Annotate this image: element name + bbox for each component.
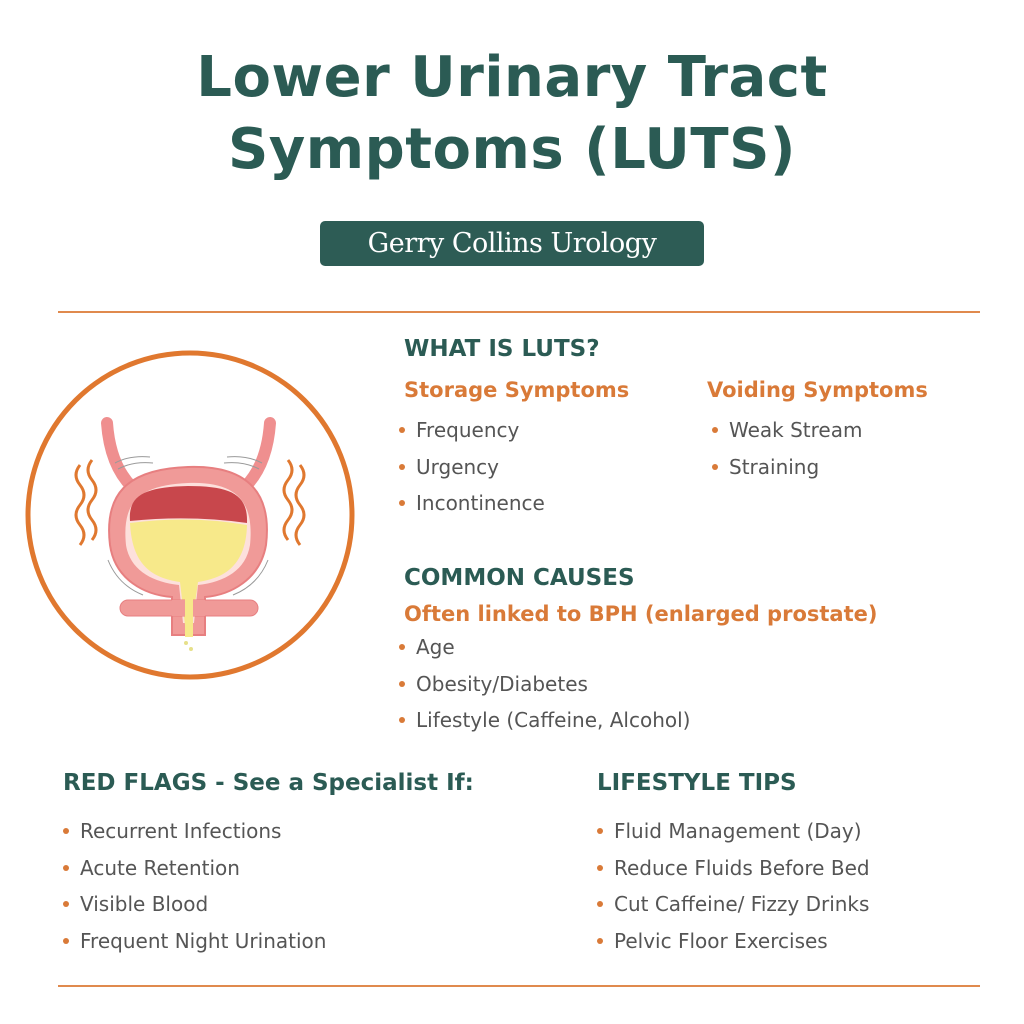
item-text: Lifestyle (Caffeine, Alcohol) xyxy=(416,708,691,732)
bullet-icon xyxy=(597,901,603,908)
list-item: Age xyxy=(396,629,690,666)
title-line-1: Lower Urinary Tract xyxy=(196,45,828,110)
list-item: Incontinence xyxy=(396,485,545,522)
what-is-luts-heading: WHAT IS LUTS? xyxy=(404,336,600,362)
item-text: Frequency xyxy=(416,418,520,442)
bottom-divider xyxy=(58,985,980,987)
bullet-icon xyxy=(63,864,69,871)
vibration-lines-icon xyxy=(74,459,306,546)
item-text: Fluid Management (Day) xyxy=(614,819,862,843)
motion-lines xyxy=(107,456,269,596)
item-text: Age xyxy=(416,635,455,659)
list-item: Obesity/Diabetes xyxy=(396,666,690,703)
brand-badge: Gerry Collins Urology xyxy=(320,221,704,266)
list-item: Reduce Fluids Before Bed xyxy=(594,850,870,887)
red-flags-list: Recurrent Infections Acute Retention Vis… xyxy=(60,813,326,959)
list-item: Weak Stream xyxy=(709,412,862,449)
voiding-symptoms-list: Weak Stream Straining xyxy=(709,412,862,485)
bullet-icon xyxy=(63,901,69,908)
item-text: Recurrent Infections xyxy=(80,819,282,843)
list-item: Lifestyle (Caffeine, Alcohol) xyxy=(396,702,690,739)
item-text: Urgency xyxy=(416,454,500,479)
bullet-icon xyxy=(712,463,718,470)
storage-symptoms-heading: Storage Symptoms xyxy=(404,378,630,402)
common-causes-subheading: Often linked to BPH (enlarged prostate) xyxy=(404,602,878,626)
bullet-icon xyxy=(597,828,603,835)
bullet-icon xyxy=(63,937,69,944)
illustration-circle xyxy=(25,350,355,680)
list-item: Fluid Management (Day) xyxy=(594,813,870,850)
bladder-illustration xyxy=(25,350,355,680)
list-item: Recurrent Infections xyxy=(60,813,326,850)
urine-area xyxy=(130,519,247,625)
item-text: Visible Blood xyxy=(80,892,209,916)
item-text: Weak Stream xyxy=(729,418,863,442)
bullet-icon xyxy=(597,864,603,871)
list-item: Straining xyxy=(709,449,862,486)
list-item: Visible Blood xyxy=(60,886,326,923)
list-item: Acute Retention xyxy=(60,850,326,887)
item-text: Obesity/Diabetes xyxy=(416,671,588,696)
list-item: Urgency xyxy=(396,449,545,486)
item-text: Cut Caffeine/ Fizzy Drinks xyxy=(614,892,870,916)
title-line-2: Symptoms (LUTS) xyxy=(227,117,797,182)
item-text: Straining xyxy=(729,454,820,479)
bullet-icon xyxy=(63,828,69,835)
bullet-icon xyxy=(399,427,405,434)
list-item: Pelvic Floor Exercises xyxy=(594,923,870,960)
blood-area xyxy=(129,486,248,523)
page-title: Lower Urinary Tract Symptoms (LUTS) xyxy=(0,42,1024,186)
bullet-icon xyxy=(399,463,405,470)
storage-symptoms-list: Frequency Urgency Incontinence xyxy=(396,412,545,522)
causes-list: Age Obesity/Diabetes Lifestyle (Caffeine… xyxy=(396,629,690,739)
item-text: Frequent Night Urination xyxy=(80,928,327,953)
common-causes-heading: COMMON CAUSES xyxy=(404,565,635,591)
item-text: Pelvic Floor Exercises xyxy=(614,928,828,953)
list-item: Frequent Night Urination xyxy=(60,923,326,960)
item-text: Acute Retention xyxy=(80,855,240,880)
bullet-icon xyxy=(399,680,405,687)
item-text: Incontinence xyxy=(416,491,545,515)
bullet-icon xyxy=(399,717,405,724)
voiding-symptoms-heading: Voiding Symptoms xyxy=(707,378,928,402)
list-item: Frequency xyxy=(396,412,545,449)
bullet-icon xyxy=(712,427,718,434)
bullet-icon xyxy=(399,500,405,507)
lifestyle-tips-list: Fluid Management (Day) Reduce Fluids Bef… xyxy=(594,813,870,959)
top-divider xyxy=(58,311,980,313)
list-item: Cut Caffeine/ Fizzy Drinks xyxy=(594,886,870,923)
lifestyle-tips-heading: LIFESTYLE TIPS xyxy=(597,770,797,796)
red-flags-heading: RED FLAGS - See a Specialist If: xyxy=(63,770,474,796)
bullet-icon xyxy=(597,937,603,944)
item-text: Reduce Fluids Before Bed xyxy=(614,855,870,880)
bullet-icon xyxy=(399,644,405,651)
